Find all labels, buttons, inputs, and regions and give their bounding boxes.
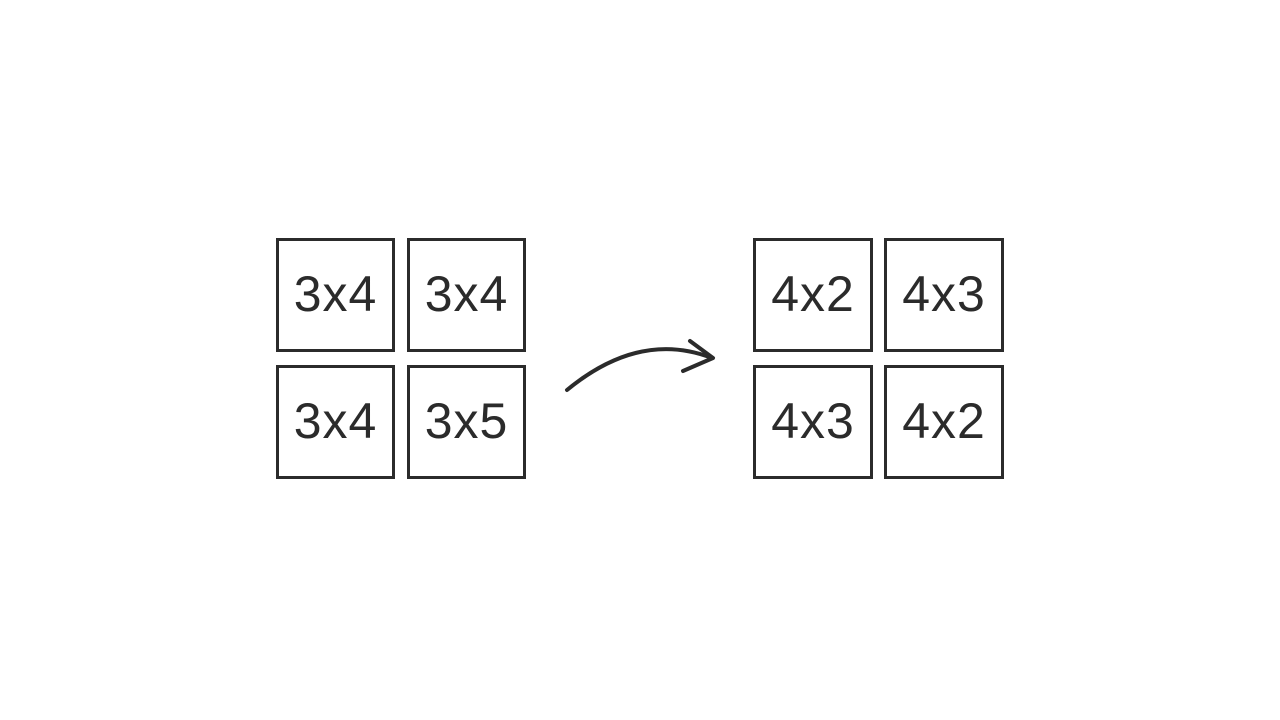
right-grid-cell-top-left: 4x2 xyxy=(753,238,873,352)
left-grid-cell-top-right: 3x4 xyxy=(407,238,526,352)
cell-label: 3x4 xyxy=(424,266,509,322)
cell-label: 3x4 xyxy=(293,393,378,449)
left-grid-cell-bottom-left: 3x4 xyxy=(276,365,395,479)
right-grid-cell-top-right: 4x3 xyxy=(884,238,1004,352)
right-grid-cell-bottom-left: 4x3 xyxy=(753,365,873,479)
cell-label: 4x3 xyxy=(771,393,855,449)
left-grid: 3x4 3x4 3x4 3x5 xyxy=(276,238,526,479)
curved-right-arrow-icon xyxy=(550,320,730,420)
cell-label: 4x3 xyxy=(902,266,986,322)
left-grid-cell-top-left: 3x4 xyxy=(276,238,395,352)
right-grid: 4x2 4x3 4x3 4x2 xyxy=(753,238,1004,479)
right-grid-cell-bottom-right: 4x2 xyxy=(884,365,1004,479)
cell-label: 4x2 xyxy=(902,393,986,449)
cell-label: 3x4 xyxy=(293,266,378,322)
cell-label: 4x2 xyxy=(771,266,855,322)
cell-label: 3x5 xyxy=(424,393,509,449)
left-grid-cell-bottom-right: 3x5 xyxy=(407,365,526,479)
